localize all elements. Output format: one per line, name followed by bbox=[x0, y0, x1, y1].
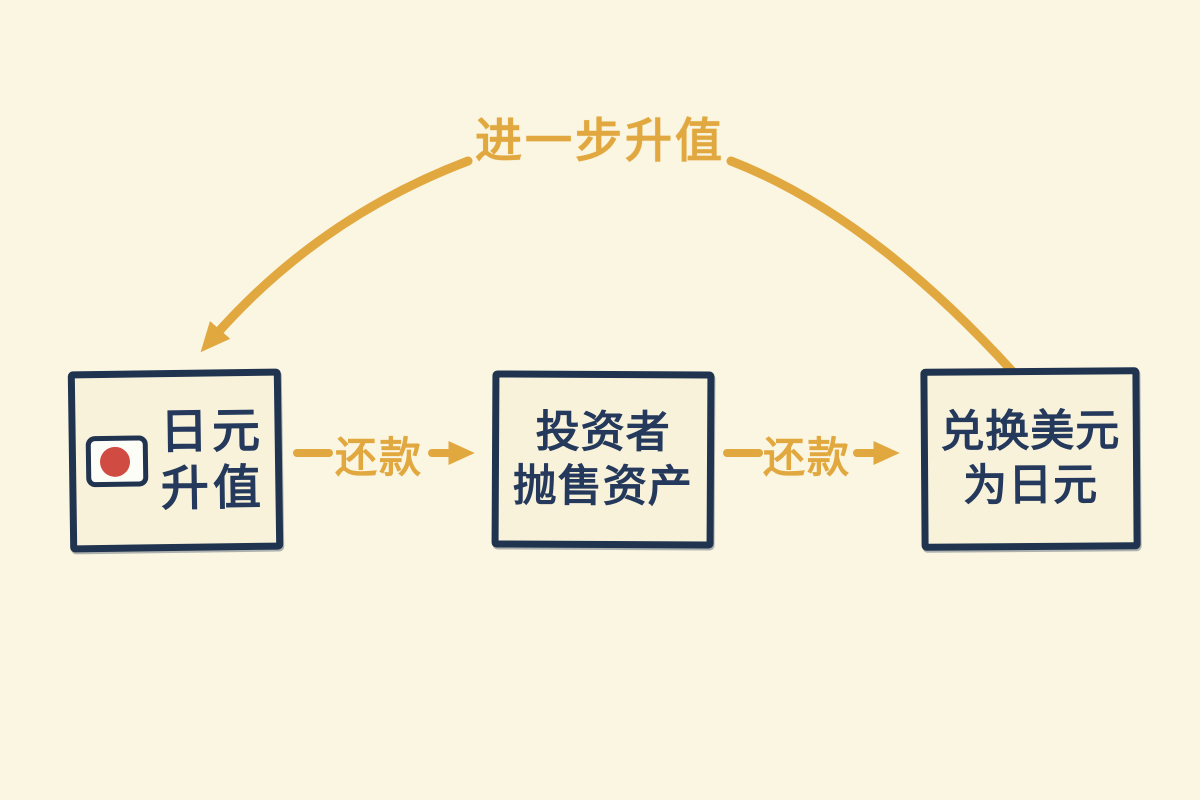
connector-1-label: 还款 bbox=[334, 433, 423, 482]
japan-flag-icon bbox=[86, 435, 149, 488]
node-label-line: 兑换美元 bbox=[940, 405, 1121, 458]
node-label-line: 日元 bbox=[159, 402, 265, 461]
node-label-line: 为日元 bbox=[963, 459, 1099, 512]
node-label: 日元 升值 bbox=[160, 403, 266, 518]
feedback-arc-left bbox=[200, 156, 473, 353]
connector-2-label: 还款 bbox=[762, 433, 851, 482]
node-label-line: 升值 bbox=[160, 459, 266, 517]
node-convert-usd-to-jpy: 兑换美元 为日元 bbox=[920, 367, 1141, 551]
feedback-arc-right bbox=[726, 156, 1018, 377]
node-yen-appreciation: 日元 升值 bbox=[67, 368, 284, 553]
feedback-loop-label: 进一步升值 bbox=[475, 114, 725, 169]
node-label-line: 抛售资产 bbox=[512, 460, 693, 512]
flag-red-circle-icon bbox=[100, 446, 131, 477]
node-label-line: 投资者 bbox=[535, 406, 671, 459]
node-investors-sell-assets: 投资者 抛售资产 bbox=[491, 370, 715, 549]
